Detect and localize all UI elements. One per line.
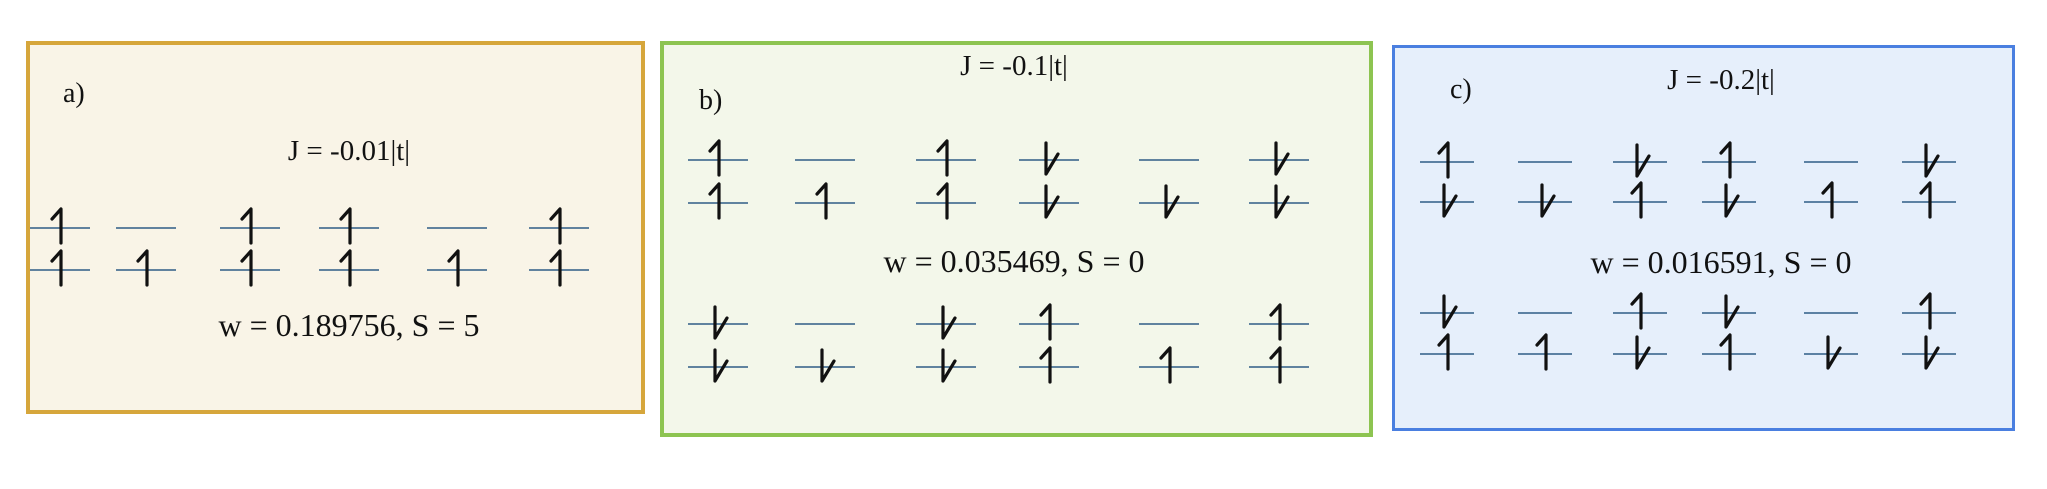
spin-up-arrow xyxy=(1630,181,1643,219)
j-coupling-label: J = -0.1|t| xyxy=(960,50,1068,82)
spin-up-arrow xyxy=(1630,292,1643,330)
spin-down-arrow xyxy=(1442,183,1458,218)
spin-down-arrow xyxy=(1274,184,1290,219)
spin-up-arrow xyxy=(549,249,562,287)
spin-up-arrow xyxy=(339,207,352,245)
spin-up-arrow xyxy=(1719,333,1732,371)
spin-up-arrow xyxy=(1821,181,1834,219)
spin-down-arrow xyxy=(1924,143,1940,178)
spin-up-arrow xyxy=(240,207,253,245)
spin-levels-diagram xyxy=(688,139,1309,384)
spin-up-arrow xyxy=(1269,303,1282,341)
panel-label: b) xyxy=(699,85,723,116)
panel-b: b) J = -0.1|t| w = 0.035469, S = 0 xyxy=(660,41,1373,437)
spin-up-arrow xyxy=(708,139,721,177)
spin-up-arrow xyxy=(1437,141,1450,179)
spin-up-arrow xyxy=(1269,346,1282,384)
spin-down-arrow xyxy=(1724,294,1740,329)
spin-down-arrow xyxy=(1442,294,1458,329)
weight-spin-label: w = 0.189756, S = 5 xyxy=(218,307,480,343)
spin-down-arrow xyxy=(713,305,729,340)
spin-up-arrow xyxy=(549,207,562,245)
spin-up-arrow xyxy=(240,249,253,287)
panel-label: c) xyxy=(1450,74,1472,105)
spin-up-arrow xyxy=(50,249,63,287)
spin-down-arrow xyxy=(713,348,729,383)
spin-up-arrow xyxy=(1039,303,1052,341)
spin-down-arrow xyxy=(1540,183,1556,218)
panel-label: a) xyxy=(63,78,85,109)
spin-down-arrow xyxy=(1044,141,1060,176)
spin-up-arrow xyxy=(339,249,352,287)
spin-down-arrow xyxy=(1274,141,1290,176)
spin-up-arrow xyxy=(1719,141,1732,179)
spin-down-arrow xyxy=(941,305,957,340)
spin-down-arrow xyxy=(1044,184,1060,219)
spin-down-arrow xyxy=(1635,143,1651,178)
spin-up-arrow xyxy=(936,139,949,177)
spin-up-arrow xyxy=(1159,346,1172,384)
panel-a: a) J = -0.01|t| w = 0.189756, S = 5 xyxy=(26,41,645,414)
spin-down-arrow xyxy=(1924,335,1940,370)
spin-up-arrow xyxy=(1919,292,1932,330)
spin-down-arrow xyxy=(941,348,957,383)
spin-levels-diagram xyxy=(1420,141,1956,371)
spin-down-arrow xyxy=(1635,335,1651,370)
j-coupling-label: J = -0.01|t| xyxy=(287,135,411,167)
spin-down-arrow xyxy=(1164,184,1180,219)
spin-down-arrow xyxy=(1724,183,1740,218)
spin-up-arrow xyxy=(936,182,949,220)
weight-spin-label: w = 0.035469, S = 0 xyxy=(883,243,1145,279)
spin-up-arrow xyxy=(447,249,460,287)
spin-up-arrow xyxy=(50,207,63,245)
spin-levels-diagram xyxy=(30,207,589,287)
spin-up-arrow xyxy=(1919,181,1932,219)
j-coupling-label: J = -0.2|t| xyxy=(1667,64,1775,96)
weight-spin-label: w = 0.016591, S = 0 xyxy=(1590,244,1852,280)
spin-down-arrow xyxy=(820,348,836,383)
spin-up-arrow xyxy=(136,249,149,287)
spin-up-arrow xyxy=(815,182,828,220)
spin-up-arrow xyxy=(1437,333,1450,371)
panel-c: c) J = -0.2|t| w = 0.016591, S = 0 xyxy=(1392,45,2015,431)
spin-up-arrow xyxy=(708,182,721,220)
spin-up-arrow xyxy=(1535,333,1548,371)
spin-up-arrow xyxy=(1039,346,1052,384)
spin-down-arrow xyxy=(1826,335,1842,370)
